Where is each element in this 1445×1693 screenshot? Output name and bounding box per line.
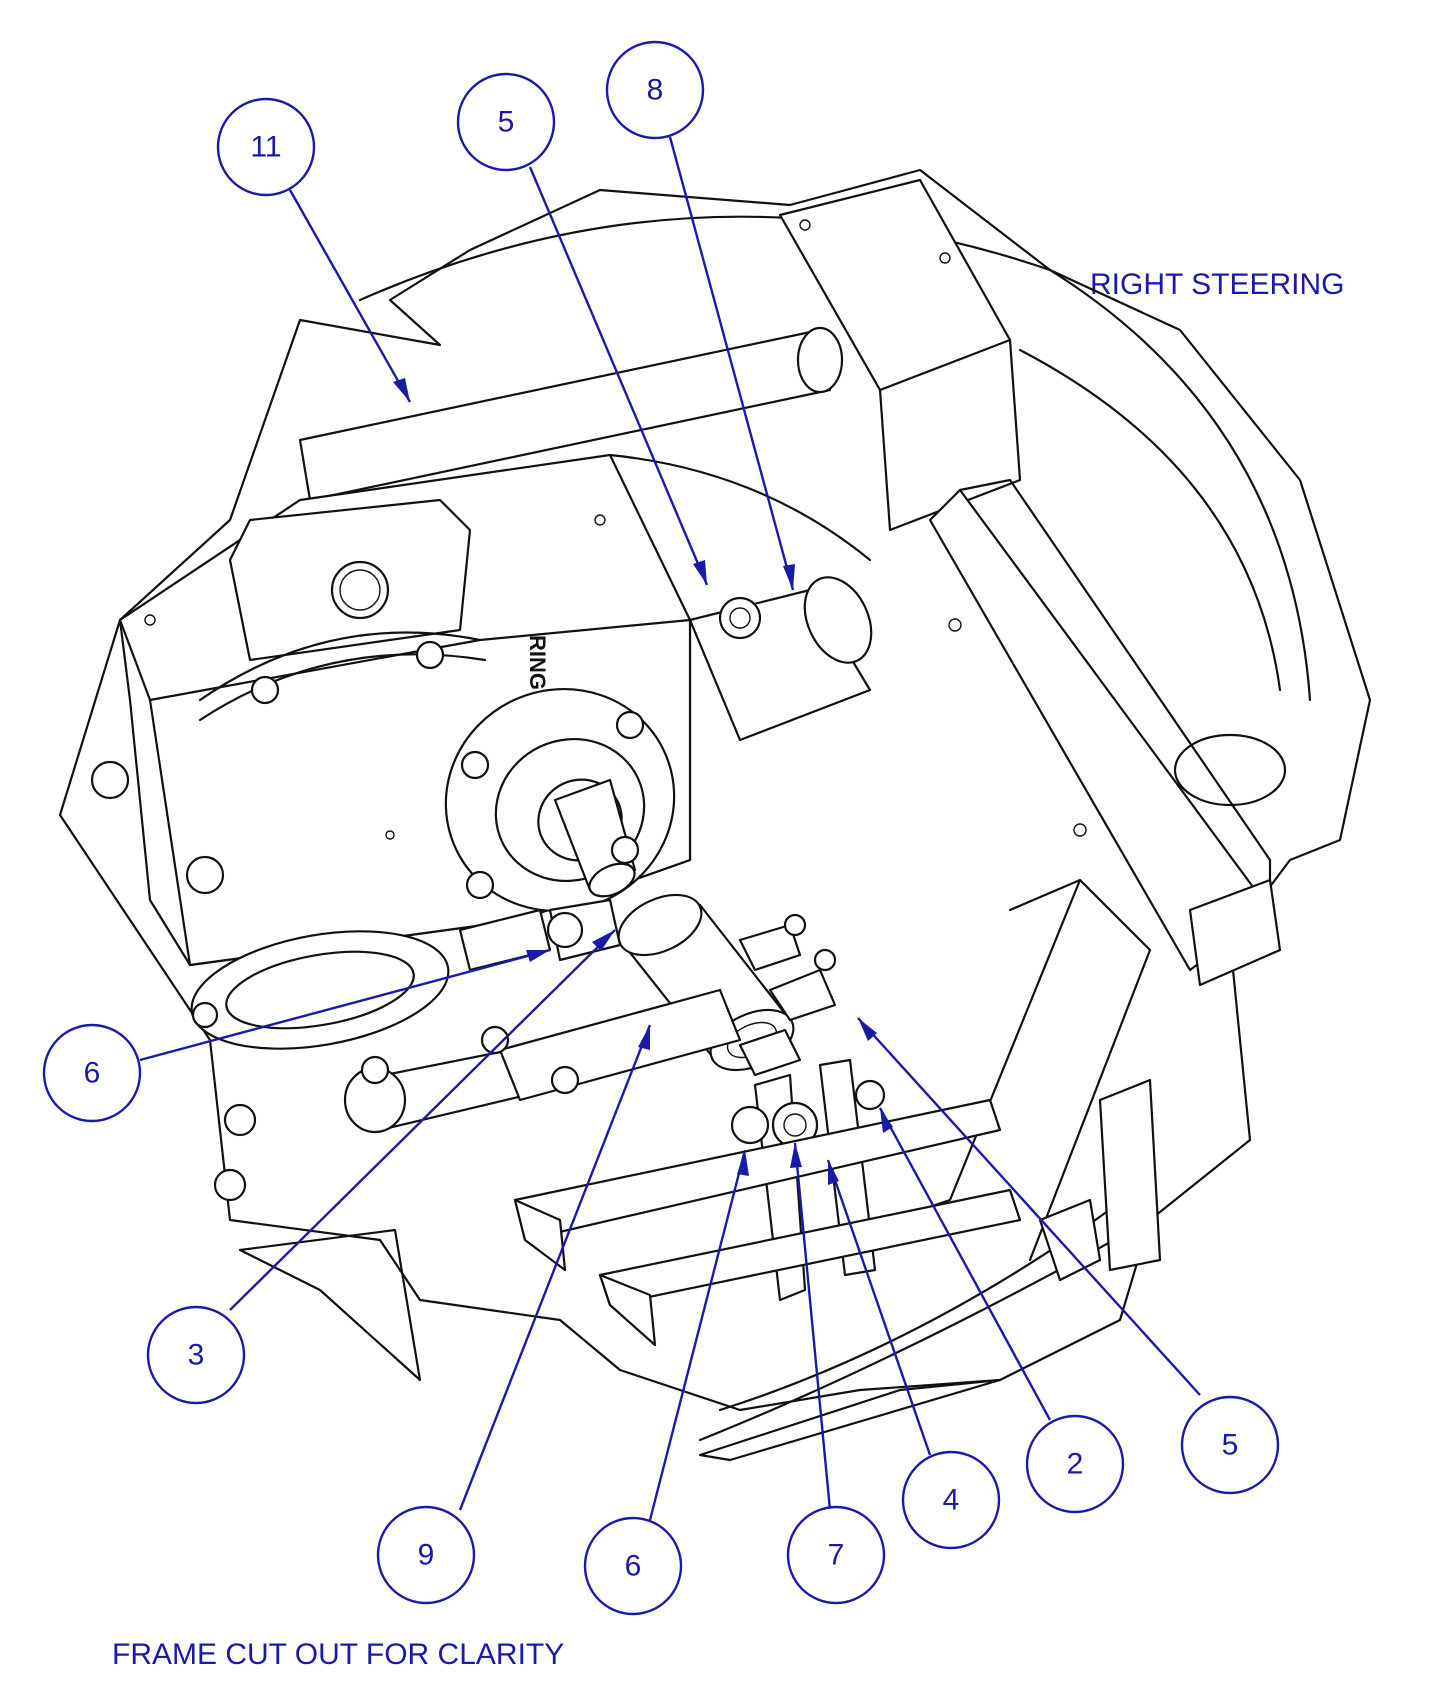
leader-arrowheads (393, 378, 893, 1185)
arrowhead-5-upper (693, 560, 707, 585)
view-title: RIGHT STEERING (1090, 268, 1345, 301)
callout-5-upper: 5 (456, 72, 556, 172)
leader-2 (878, 1107, 1052, 1421)
svg-text:7: 7 (828, 1539, 845, 1572)
callout-2: 2 (1025, 1414, 1125, 1514)
callout-3: 3 (146, 1305, 246, 1405)
housing-lettering: RING (525, 635, 550, 690)
leader-5-upper (528, 166, 709, 586)
leader-7 (793, 1142, 832, 1511)
svg-text:5: 5 (1222, 1429, 1239, 1462)
arrowhead-7 (790, 1143, 802, 1168)
svg-text:6: 6 (625, 1550, 642, 1583)
callout-8: 8 (605, 40, 705, 140)
clarity-caption: FRAME CUT OUT FOR CLARITY (112, 1638, 565, 1671)
leader-11 (288, 189, 412, 403)
callout-6-left: 6 (42, 1023, 142, 1123)
callouts: 11 5 8 6 3 9 6 7 (42, 40, 1280, 1616)
leader-8 (668, 136, 795, 591)
svg-text:6: 6 (84, 1057, 101, 1090)
mechanical-line-art: RING (58, 168, 1372, 1462)
arrowhead-9 (638, 1025, 650, 1050)
callout-9: 9 (376, 1505, 476, 1605)
svg-text:8: 8 (647, 74, 664, 107)
leader-9 (458, 1024, 652, 1511)
leader-6-left (139, 948, 551, 1062)
arrowhead-5-lower (858, 1018, 877, 1041)
arrowhead-3 (592, 930, 615, 951)
leader-6-lower (648, 1149, 747, 1521)
arrowhead-6-lower (737, 1150, 749, 1176)
arrowhead-8 (783, 564, 795, 590)
callout-11: 11 (216, 97, 316, 197)
svg-text:2: 2 (1067, 1448, 1084, 1481)
callout-7: 7 (786, 1505, 886, 1605)
svg-text:3: 3 (188, 1339, 205, 1372)
leader-3 (229, 929, 616, 1311)
leader-5-lower (857, 1017, 1201, 1396)
callout-5-lower: 5 (1180, 1395, 1280, 1495)
arrowhead-11 (393, 378, 410, 402)
arrowhead-4 (828, 1160, 839, 1185)
leader-lines (139, 136, 1201, 1521)
svg-text:9: 9 (418, 1539, 435, 1572)
callout-6-lower: 6 (583, 1516, 683, 1616)
svg-text:11: 11 (250, 131, 281, 164)
arrowhead-6-left (526, 950, 550, 962)
arrowhead-2 (880, 1108, 893, 1133)
svg-text:5: 5 (498, 106, 515, 139)
svg-text:4: 4 (943, 1484, 960, 1517)
leader-4 (826, 1159, 932, 1456)
callout-4: 4 (901, 1450, 1001, 1550)
